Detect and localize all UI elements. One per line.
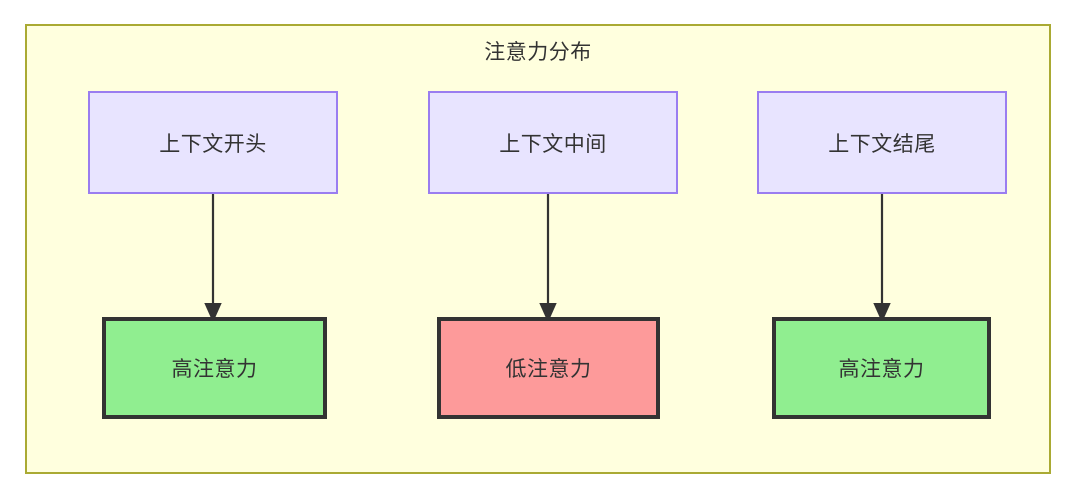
node-context-start[interactable]: 上下文开头 xyxy=(88,91,338,194)
subgraph-title: 注意力分布 xyxy=(484,41,592,64)
node-context-end[interactable]: 上下文结尾 xyxy=(757,91,1007,194)
node-context-middle[interactable]: 上下文中间 xyxy=(428,91,678,194)
node-attention-start[interactable]: 高注意力 xyxy=(102,317,327,419)
node-attention-middle[interactable]: 低注意力 xyxy=(437,317,660,419)
node-attention-end[interactable]: 高注意力 xyxy=(772,317,991,419)
